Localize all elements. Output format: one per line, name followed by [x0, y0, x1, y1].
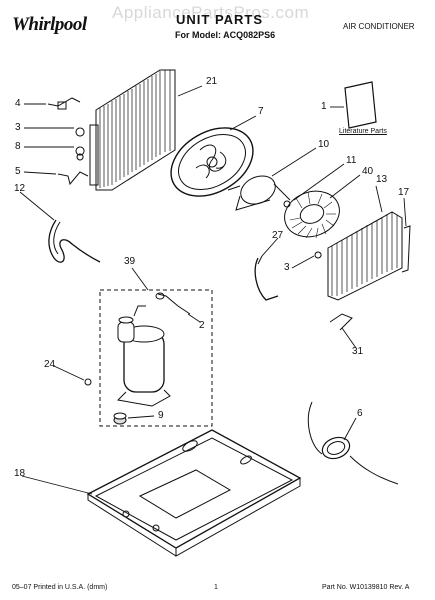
callout-24: 24 — [44, 359, 56, 370]
watermark: AppliancePartsPros.com — [112, 3, 310, 22]
callout-6: 6 — [357, 408, 363, 419]
category-label: AIR CONDITIONER — [343, 22, 415, 31]
fan-shroud-drawing — [170, 127, 254, 197]
footer-part-number: Part No. W10139810 Rev. A — [322, 584, 410, 591]
callout-17: 17 — [398, 187, 410, 198]
callout-3: 3 — [15, 122, 21, 133]
callout-40: 40 — [362, 166, 374, 177]
callout-4: 4 — [15, 98, 21, 109]
callout-21: 21 — [206, 76, 218, 87]
literature-parts-label: Literature Parts — [339, 128, 387, 135]
callout-11: 11 — [346, 155, 357, 166]
leader-lines — [19, 85, 407, 495]
callout-1: 1 — [321, 101, 327, 112]
callout-12: 12 — [14, 183, 26, 194]
blower-wheel-drawing — [284, 190, 340, 239]
condenser-coil-drawing — [89, 69, 176, 191]
whirlpool-logo: Whirlpool — [12, 14, 87, 35]
model-line: For Model: ACQ082PS6 — [175, 30, 276, 40]
callout-31: 31 — [352, 346, 364, 357]
callout-39: 39 — [124, 256, 136, 267]
callout-18: 18 — [14, 468, 26, 479]
base-pan-drawing — [86, 429, 302, 557]
page-title: UNIT PARTS — [176, 12, 264, 27]
callout-2: 2 — [199, 320, 205, 331]
evaporator-coil-drawing — [327, 211, 403, 301]
callout-9: 9 — [158, 410, 164, 421]
callout-3-lower: 3 — [284, 262, 290, 273]
fan-motor-drawing — [227, 175, 291, 211]
callout-27: 27 — [272, 230, 284, 241]
callout-10: 10 — [318, 139, 330, 150]
callout-8: 8 — [15, 141, 21, 152]
callout-7: 7 — [258, 106, 264, 117]
compressor-drawing — [116, 305, 171, 407]
callout-13: 13 — [376, 174, 388, 185]
footer-print-info: 05–07 Printed in U.S.A. (dmm) — [12, 584, 108, 591]
callout-5: 5 — [15, 166, 21, 177]
footer-page-number: 1 — [214, 584, 218, 591]
fan-band-drawing — [307, 401, 399, 485]
